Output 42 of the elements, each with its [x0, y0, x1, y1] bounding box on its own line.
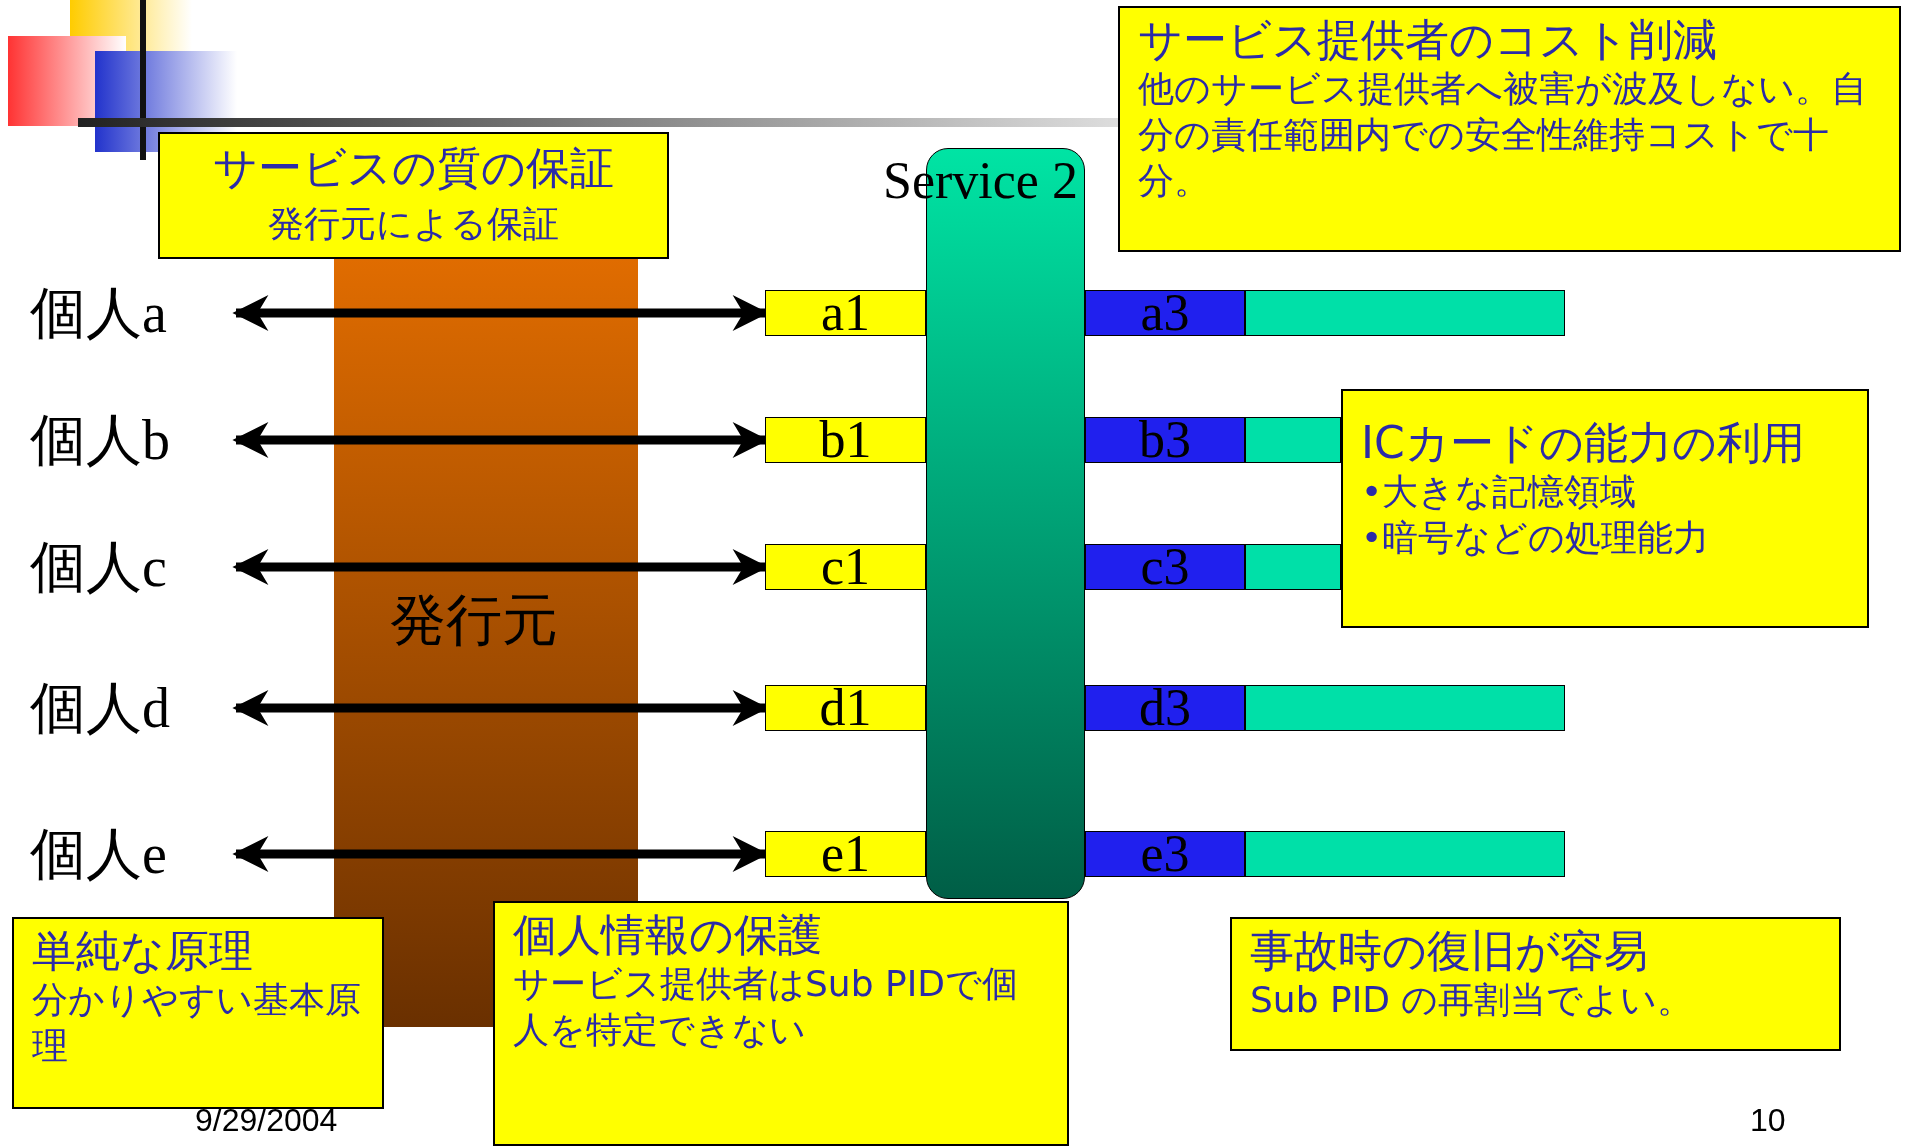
callout-text: •大きな記憶領域: [1361, 470, 1638, 514]
id-box: c1: [765, 544, 926, 590]
callout-box: [12, 917, 384, 1109]
callout-heading: サービスの質の保証: [212, 141, 615, 195]
page-number: 10: [1750, 1102, 1786, 1139]
callout-heading: 単純な原理: [32, 925, 254, 977]
sub-id-box: a3: [1085, 290, 1245, 336]
callout-text: 分かりやすい基本原理: [32, 978, 362, 1068]
callout-box: [1118, 6, 1901, 252]
bar: [1245, 290, 1565, 336]
callout-heading: 事故時の復旧が容易: [1250, 925, 1649, 977]
id-box: e1: [765, 831, 926, 877]
person-label: 個人c: [30, 532, 236, 602]
callout-text: Sub PID の再割当でよい。: [1250, 978, 1695, 1022]
bar: [1245, 831, 1565, 877]
date-text: 9/29/2004: [195, 1102, 338, 1139]
sub-id-box: d3: [1085, 685, 1245, 731]
callout-text: サービス提供者はSub PIDで個人を特定できない: [513, 962, 1019, 1052]
sub-id-box: b3: [1085, 417, 1245, 463]
callout-heading: ICカードの能力の利用: [1361, 417, 1806, 469]
callout-text: •暗号などの処理能力: [1361, 516, 1711, 560]
person-label: 個人e: [30, 819, 236, 889]
callout-text: 他のサービス提供者へ被害が波及しない。自分の責任範囲内での安全性維持コストで十分。: [1138, 67, 1868, 203]
bar: [1245, 417, 1341, 463]
callout-heading: 個人情報の保護: [513, 909, 823, 961]
person-label: 個人d: [30, 673, 236, 743]
sub-id-box: e3: [1085, 831, 1245, 877]
callout-box: [493, 901, 1069, 1146]
person-label: 個人a: [30, 278, 236, 348]
callout-box: [158, 132, 669, 259]
bar: [1245, 685, 1565, 731]
sub-id-box: c3: [1085, 544, 1245, 590]
id-box: d1: [765, 685, 926, 731]
band-label: 発行元: [390, 586, 570, 654]
person-label: 個人b: [30, 405, 236, 475]
id-box: a1: [765, 290, 926, 336]
callout-box: [1341, 389, 1869, 628]
id-box: b1: [765, 417, 926, 463]
callout-text: 発行元による保証: [267, 202, 560, 246]
callout-box: [1230, 917, 1841, 1051]
bar: [1245, 544, 1341, 590]
callout-heading: サービス提供者のコスト削減: [1138, 14, 1718, 66]
